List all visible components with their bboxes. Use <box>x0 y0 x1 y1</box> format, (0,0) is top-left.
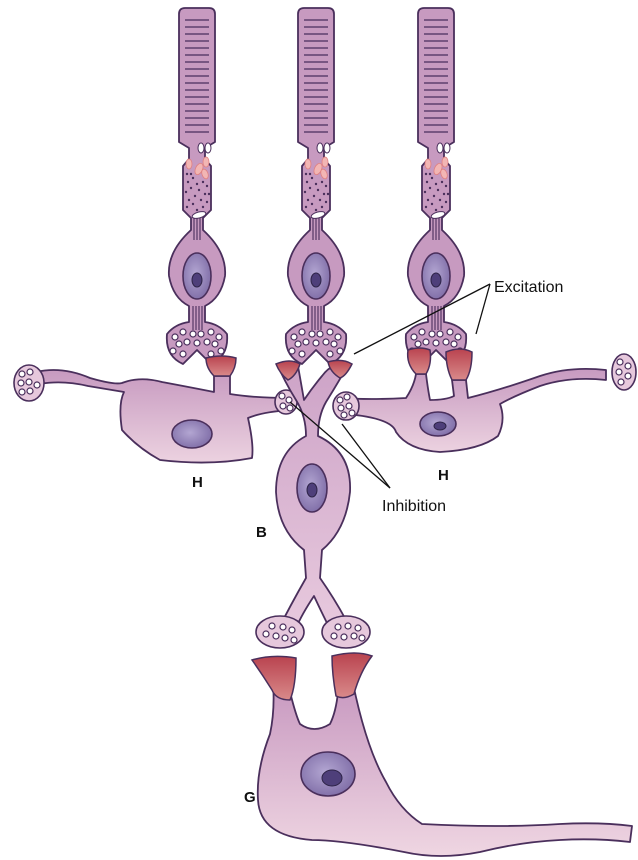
excitation-label: Excitation <box>494 279 563 296</box>
inhibition-label: Inhibition <box>382 498 446 515</box>
horizontal-cell-left <box>14 356 297 463</box>
photoreceptor-middle <box>286 8 346 364</box>
ganglion-cell <box>252 653 632 856</box>
bipolar-cell-label: B <box>256 524 267 541</box>
ganglion-cell-label: G <box>244 789 256 806</box>
photoreceptor-right <box>406 8 466 364</box>
photoreceptor-left <box>167 8 227 364</box>
horizontal-cell-right-label: H <box>438 467 449 484</box>
horizontal-cell-right <box>333 348 636 452</box>
excitation-leader-2 <box>476 284 490 334</box>
horizontal-cell-left-label: H <box>192 474 203 491</box>
